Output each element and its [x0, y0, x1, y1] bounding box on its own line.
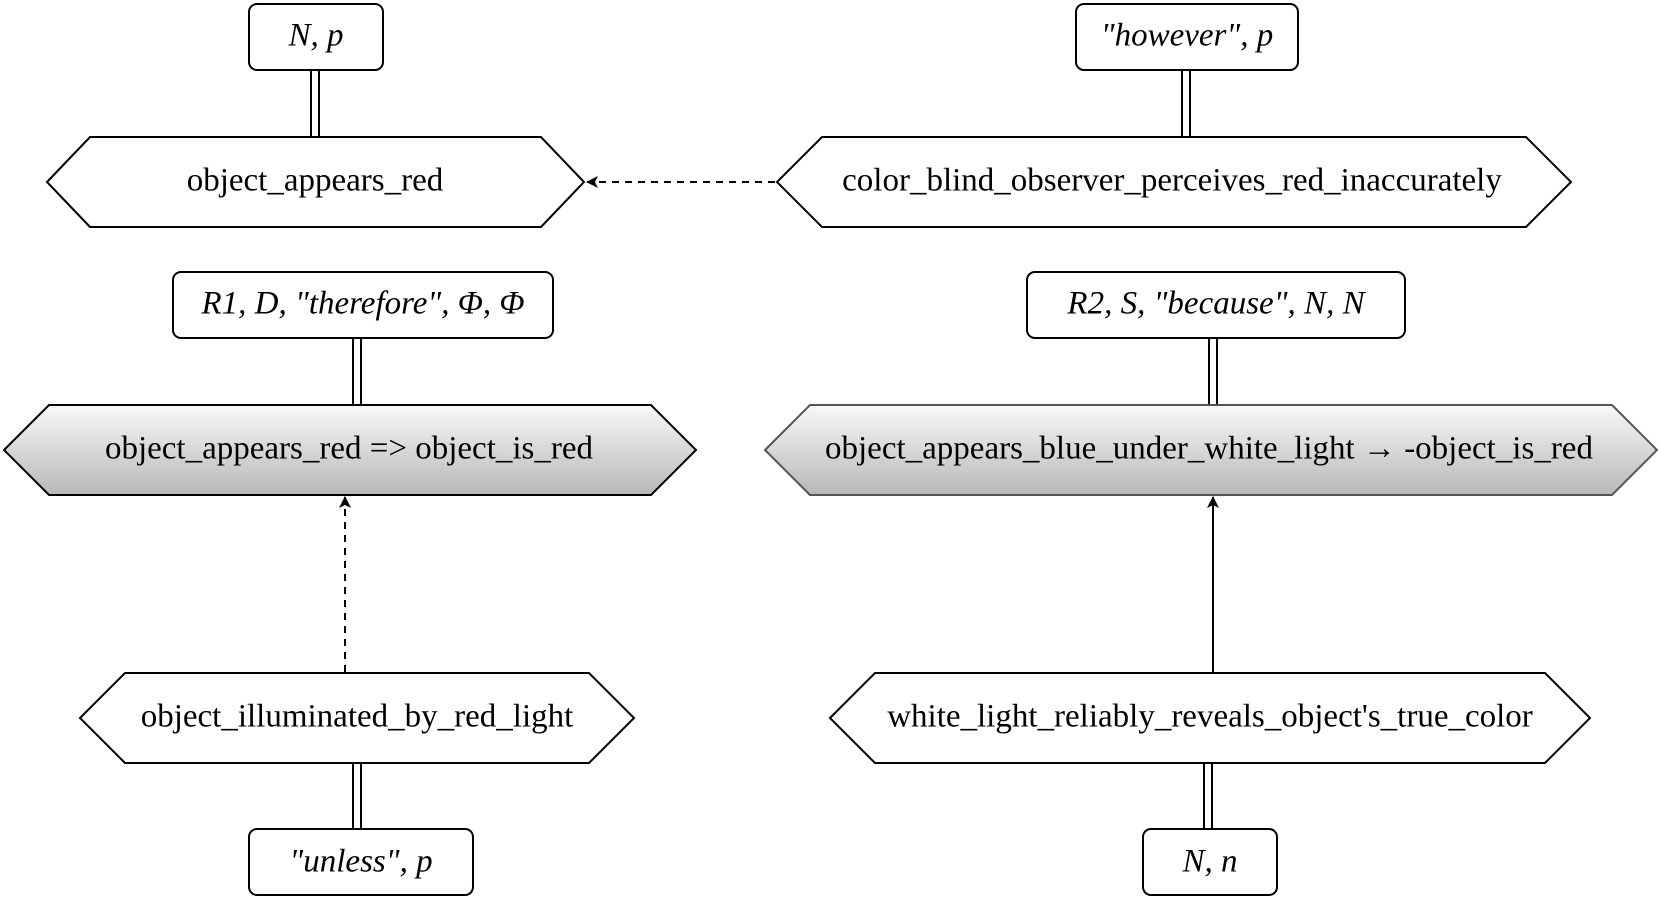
label-box-l6: N, n [1142, 828, 1278, 896]
label-l3-text: R1, D, "therefore", Φ, Φ [201, 286, 525, 322]
node-n1-text: object_appears_red [187, 163, 444, 199]
label-box-l3: R1, D, "therefore", Φ, Φ [172, 271, 554, 339]
label-l1-text: N, p [287, 18, 343, 54]
node-n5: object_illuminated_by_red_light [78, 672, 636, 764]
label-box-l3-frame [172, 271, 554, 339]
label-box-l4: R2, S, "because", N, N [1026, 271, 1406, 339]
node-n1-hexagon [45, 136, 586, 228]
label-box-l5-frame [248, 828, 474, 896]
label-l4-text: R2, S, "because", N, N [1066, 286, 1366, 322]
label-box-l1-frame [248, 3, 384, 71]
label-box-l4-frame [1026, 271, 1406, 339]
label-l5-text: "unless", p [289, 844, 432, 880]
node-n4-hexagon [763, 404, 1659, 496]
label-l6-text: N, n [1181, 844, 1237, 880]
node-n3-text: object_appears_red => object_is_red [105, 431, 594, 467]
node-n2: color_blind_observer_perceives_red_inacc… [775, 136, 1573, 228]
node-n4-text: object_appears_blue_under_white_light → … [825, 431, 1593, 467]
label-box-l2: "however", p [1075, 3, 1299, 71]
node-n5-text: object_illuminated_by_red_light [141, 699, 574, 735]
double-connectors [310, 70, 1218, 829]
node-n5-hexagon [78, 672, 636, 764]
node-n6-text: white_light_reliably_reveals_object's_tr… [887, 699, 1533, 735]
node-n2-text: color_blind_observer_perceives_red_inacc… [842, 163, 1502, 199]
node-n6: white_light_reliably_reveals_object's_tr… [828, 672, 1592, 764]
label-box-l6-frame [1142, 828, 1278, 896]
arrows [339, 176, 1219, 672]
node-n6-hexagon [828, 672, 1592, 764]
label-l2-text: "however", p [1101, 18, 1274, 54]
node-n1: object_appears_red [45, 136, 586, 228]
label-box-l5: "unless", p [248, 828, 474, 896]
node-n3: object_appears_red => object_is_red [2, 404, 698, 496]
node-n2-hexagon [775, 136, 1573, 228]
node-n4: object_appears_blue_under_white_light → … [763, 404, 1659, 496]
node-n3-hexagon [2, 404, 698, 496]
label-box-l1: N, p [248, 3, 384, 71]
label-box-l2-frame [1075, 3, 1299, 71]
